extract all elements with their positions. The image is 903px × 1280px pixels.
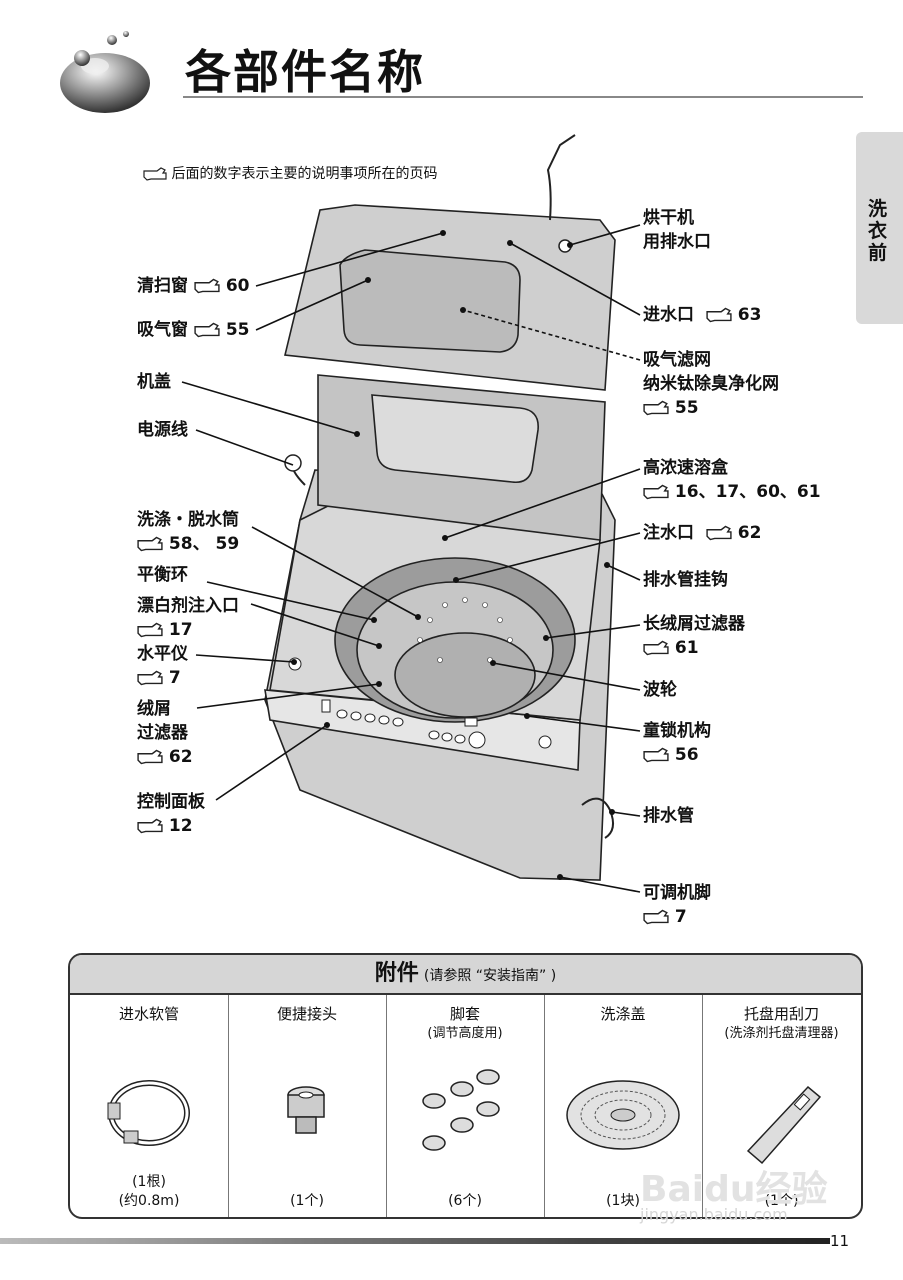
label-water-inlet: 进水口 63 xyxy=(643,303,761,327)
accessory-item: 进水软管 (1根) (约0.8m) xyxy=(70,995,229,1217)
foot-caps-icon xyxy=(416,1065,516,1165)
pointing-hand-icon xyxy=(643,747,669,763)
pointing-hand-icon xyxy=(137,622,163,638)
pointing-hand-icon xyxy=(643,909,669,925)
label-detergent-box: 高浓速溶盒 16、17、60、61 xyxy=(643,456,821,504)
label-intake-filter: 吸气滤网 纳米钛除臭净化网 55 xyxy=(643,348,779,420)
label-long-lint-filter: 长绒屑过滤器 61 xyxy=(643,612,745,660)
label-drain-hose: 排水管 xyxy=(643,804,694,828)
watermark-url: jingyan.baidu.com xyxy=(640,1205,788,1224)
label-level-gauge: 水平仪 7 xyxy=(137,642,188,690)
pointing-hand-icon xyxy=(137,818,163,834)
pointing-hand-icon xyxy=(194,322,220,338)
pointing-hand-icon xyxy=(643,640,669,656)
tray-scraper-icon xyxy=(738,1077,828,1167)
accessories-header: 附件 (请参照 “安装指南” ) xyxy=(70,955,861,995)
pointing-hand-icon xyxy=(137,670,163,686)
accessory-item: 脚套 (调节高度用) (6个) xyxy=(386,995,545,1217)
pointing-hand-icon xyxy=(137,536,163,552)
label-balance-ring: 平衡环 xyxy=(137,563,188,587)
label-lid: 机盖 xyxy=(137,370,171,394)
label-pulsator: 波轮 xyxy=(643,678,677,702)
pointing-hand-icon xyxy=(137,749,163,765)
label-water-injection: 注水口 62 xyxy=(643,521,761,545)
label-cleaning-window: 清扫窗 60 xyxy=(137,274,250,298)
page-number: 11 xyxy=(830,1232,849,1250)
label-power-cord: 电源线 xyxy=(137,418,188,442)
label-wash-spin-tub: 洗涤・脱水筒 58、 59 xyxy=(137,508,239,556)
pointing-hand-icon xyxy=(643,400,669,416)
label-control-panel: 控制面板 12 xyxy=(137,790,205,838)
pointing-hand-icon xyxy=(194,278,220,294)
label-child-lock: 童锁机构 56 xyxy=(643,719,711,767)
pointing-hand-icon xyxy=(643,484,669,500)
inlet-hose-icon xyxy=(104,1073,194,1153)
quick-connector-icon xyxy=(276,1083,336,1143)
label-bleach-inlet: 漂白剂注入口 17 xyxy=(137,594,239,642)
pointing-hand-icon xyxy=(706,307,732,323)
label-dryer-drain: 烘干机 用排水口 xyxy=(643,206,711,254)
label-adjustable-foot: 可调机脚 7 xyxy=(643,881,711,929)
label-drain-hook: 排水管挂钩 xyxy=(643,568,728,592)
pointing-hand-icon xyxy=(706,525,732,541)
label-lint-filter: 绒屑 过滤器 62 xyxy=(137,697,193,769)
wash-cover-icon xyxy=(563,1077,683,1153)
label-intake-window: 吸气窗 55 xyxy=(137,318,250,342)
accessory-item: 便捷接头 (1个) xyxy=(228,995,387,1217)
footer-bar xyxy=(0,1238,830,1244)
